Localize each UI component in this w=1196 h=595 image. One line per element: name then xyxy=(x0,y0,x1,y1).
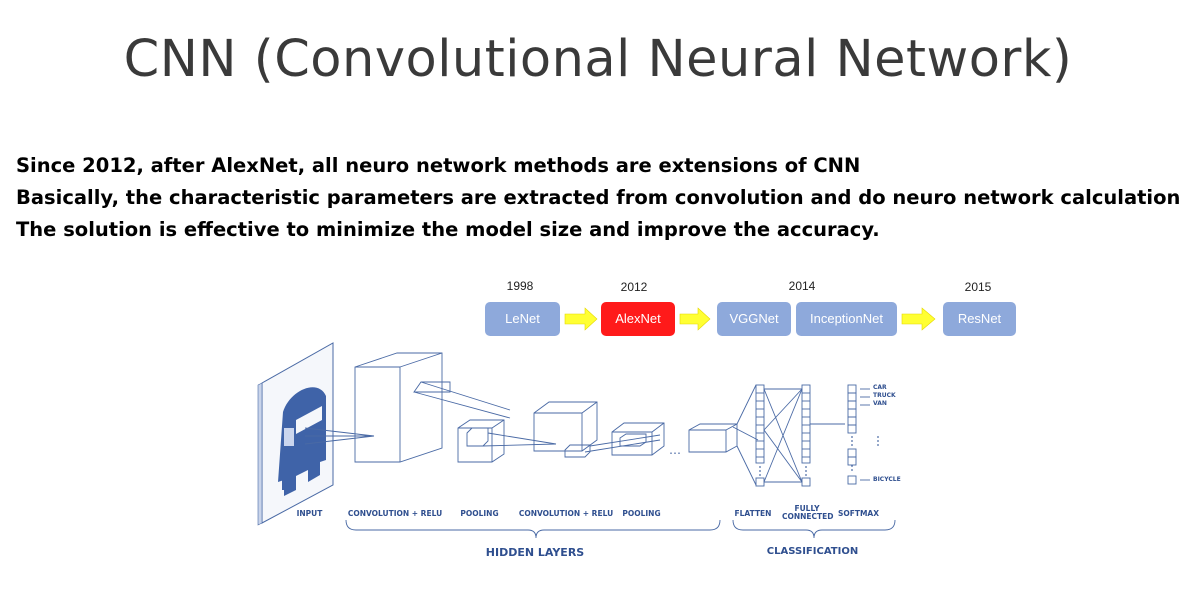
projection-line xyxy=(736,445,757,486)
projection-line xyxy=(589,434,661,447)
stage-label: INPUT xyxy=(296,509,323,518)
class-label: CAR xyxy=(873,384,887,391)
stage-label: SOFTMAX xyxy=(837,509,880,518)
stage-label: POOLING xyxy=(622,509,661,518)
conv1-volume xyxy=(354,352,443,463)
pool3-volume xyxy=(688,423,738,453)
page-title: CNN (Convolutional Neural Network) xyxy=(123,30,1073,89)
projection-line xyxy=(732,426,759,441)
class-label: TRUCK xyxy=(873,392,896,399)
resnet-box: ResNet xyxy=(943,302,1016,336)
projection-line xyxy=(413,391,511,419)
projection-line xyxy=(304,427,375,437)
year-label: 1998 xyxy=(506,279,534,293)
timeline-arrow xyxy=(679,307,711,331)
projection-line xyxy=(487,432,557,445)
bullet-line: The solution is effective to minimize th… xyxy=(16,218,880,241)
lenet-box: LeNet xyxy=(485,302,560,336)
class-label: BICYCLE xyxy=(873,476,901,483)
hidden-layers-brace xyxy=(345,519,721,539)
bullet-line: Since 2012, after AlexNet, all neuro net… xyxy=(16,154,861,177)
bullet-list: Since 2012, after AlexNet, all neuro net… xyxy=(16,150,1191,246)
input-image xyxy=(257,342,334,526)
svg-text:…: … xyxy=(669,443,681,457)
projection-line xyxy=(420,381,511,411)
pool1-volume xyxy=(457,419,505,463)
classification-brace xyxy=(732,519,896,539)
projection-line xyxy=(482,443,557,447)
year-label: 2015 xyxy=(964,280,992,294)
stage-label: FLATTEN xyxy=(734,509,772,518)
fully-connected-column xyxy=(801,384,811,487)
bullet-line: Basically, the characteristic parameters… xyxy=(16,186,1181,209)
group-label: CLASSIFICATION xyxy=(766,546,859,557)
year-label: 2014 xyxy=(788,279,816,293)
stage-label: FULLY CONNECTED xyxy=(782,504,834,521)
conv2-volume xyxy=(533,401,598,458)
group-label: HIDDEN LAYERS xyxy=(485,546,585,559)
class-label: VAN xyxy=(873,400,887,407)
year-label: 2012 xyxy=(620,280,648,294)
alexnet-box: AlexNet xyxy=(601,302,675,336)
timeline-arrow xyxy=(564,307,598,331)
projection-line xyxy=(736,384,757,425)
projection-line xyxy=(304,435,375,445)
inceptionnet-box: InceptionNet xyxy=(796,302,897,336)
stage-label: CONVOLUTION + RELU xyxy=(518,509,614,518)
pool2-volume xyxy=(611,422,665,456)
timeline-arrow xyxy=(901,307,936,331)
stage-label: CONVOLUTION + RELU xyxy=(347,509,443,518)
vggnet-box: VGGNet xyxy=(717,302,791,336)
softmax-column xyxy=(847,384,857,485)
stage-label: POOLING xyxy=(460,509,499,518)
